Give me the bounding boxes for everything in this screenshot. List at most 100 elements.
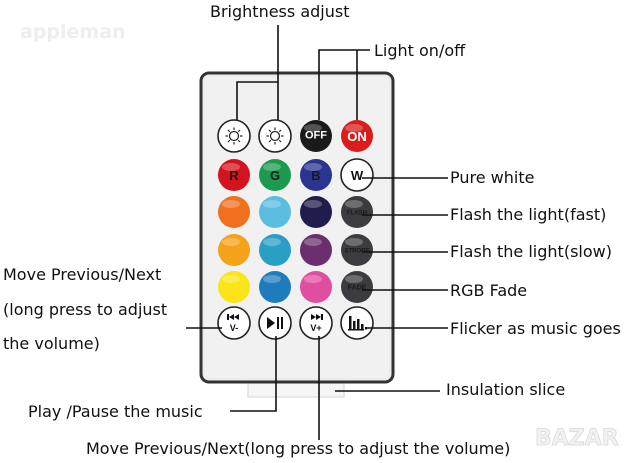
remote-button-previous-icon[interactable]: V-	[217, 306, 251, 340]
button-face	[300, 120, 332, 152]
button-gloss	[304, 238, 322, 246]
button-face	[300, 271, 332, 303]
button-gloss	[304, 124, 322, 132]
button-face	[259, 271, 291, 303]
remote-button-color-2-1[interactable]	[259, 196, 291, 228]
button-face	[340, 158, 374, 192]
remote-button-r[interactable]: R	[218, 159, 250, 191]
brightness-up-icon	[266, 127, 284, 145]
label-rgb-fade: RGB Fade	[450, 281, 527, 300]
button-face	[300, 159, 332, 191]
button-gloss	[345, 200, 363, 208]
remote-button-color-4-1[interactable]	[259, 271, 291, 303]
button-face	[259, 159, 291, 191]
remote-button-color-2-0[interactable]	[218, 196, 250, 228]
brightness-down-icon	[225, 127, 243, 145]
insulation-slice	[247, 381, 345, 398]
line-off	[318, 49, 370, 120]
remote-button-flash[interactable]: FLASH	[341, 196, 373, 228]
button-label: R	[229, 168, 239, 183]
button-gloss	[222, 238, 240, 246]
remote-face	[205, 77, 389, 378]
label-insulation: Insulation slice	[446, 380, 565, 399]
button-face	[217, 119, 251, 153]
remote-button-brightness-up-icon[interactable]	[258, 119, 292, 153]
button-face	[341, 120, 373, 152]
play-pause-icon	[267, 317, 283, 329]
button-label: OFF	[305, 130, 327, 142]
button-label: FADE	[348, 285, 367, 292]
remote-button-color-4-0[interactable]	[218, 271, 250, 303]
button-gloss	[345, 238, 363, 246]
button-gloss	[304, 163, 322, 171]
button-face	[341, 196, 373, 228]
button-gloss	[263, 275, 281, 283]
remote-button-color-3-1[interactable]	[259, 234, 291, 266]
button-gloss	[345, 124, 363, 132]
remote-button-strobe[interactable]: STROBE	[341, 234, 373, 266]
remote-button-fade[interactable]: FADE	[341, 271, 373, 303]
button-face	[300, 196, 332, 228]
button-label: V-	[230, 323, 239, 333]
label-flash-fast: Flash the light(fast)	[450, 205, 606, 224]
label-play-pause: Play /Pause the music	[28, 402, 203, 421]
remote-button-w[interactable]: W	[340, 158, 374, 192]
button-face	[258, 119, 292, 153]
leader-lines	[186, 25, 448, 440]
label-bottom-prev-next: Move Previous/Next(long press to adjust …	[86, 439, 510, 458]
label-prev-next-1: Move Previous/Next	[3, 265, 161, 284]
button-gloss	[222, 163, 240, 171]
remote-button-g[interactable]: G	[259, 159, 291, 191]
button-face	[218, 159, 250, 191]
next-icon	[311, 314, 323, 320]
button-face	[259, 196, 291, 228]
button-gloss	[222, 275, 240, 283]
button-label: STROBE	[344, 249, 369, 255]
remote-button-off[interactable]: OFF	[300, 120, 332, 152]
remote-button-on[interactable]: ON	[341, 120, 373, 152]
watermark-appleman: appleman	[20, 21, 126, 43]
button-label: B	[311, 168, 320, 183]
remote-button-color-3-0[interactable]	[218, 234, 250, 266]
remote-button-music-bars-icon[interactable]	[340, 306, 374, 340]
button-label: ON	[347, 129, 367, 144]
label-light-on-off: Light on/off	[374, 41, 466, 60]
label-prev-next-3: the volume)	[3, 334, 100, 353]
remote-button-brightness-down-icon[interactable]	[217, 119, 251, 153]
label-flash-slow: Flash the light(slow)	[450, 242, 612, 261]
label-brightness: Brightness adjust	[210, 2, 349, 21]
line-play	[230, 336, 277, 412]
previous-icon	[227, 314, 239, 320]
button-gloss	[263, 200, 281, 208]
remote-button-color-3-2[interactable]	[300, 234, 332, 266]
remote-button-b[interactable]: B	[300, 159, 332, 191]
remote-button-next-icon[interactable]: V+	[299, 306, 333, 340]
button-label: G	[270, 168, 280, 183]
button-face	[300, 234, 332, 266]
button-face	[218, 271, 250, 303]
button-face	[341, 271, 373, 303]
button-label: V+	[310, 323, 321, 333]
button-face	[218, 196, 250, 228]
label-music-flicker: Flicker as music goes	[450, 319, 621, 338]
button-label: W	[351, 168, 364, 183]
button-face	[259, 234, 291, 266]
button-gloss	[263, 238, 281, 246]
remote-buttons: OFF ON R G B W FLASH STROBE FADE V- V+	[217, 119, 374, 340]
button-gloss	[304, 200, 322, 208]
button-gloss	[345, 275, 363, 283]
button-face	[217, 306, 251, 340]
button-gloss	[263, 163, 281, 171]
label-prev-next-2: (long press to adjust	[3, 300, 167, 319]
remote-button-play-pause-icon[interactable]	[258, 306, 292, 340]
label-pure-white: Pure white	[450, 168, 534, 187]
button-gloss	[304, 275, 322, 283]
button-label: FLASH	[347, 211, 367, 217]
button-face	[299, 306, 333, 340]
watermark-bazar: BAZAR	[535, 426, 619, 451]
button-gloss	[222, 200, 240, 208]
button-face	[341, 234, 373, 266]
remote-button-color-2-2[interactable]	[300, 196, 332, 228]
remote-button-color-4-2[interactable]	[300, 271, 332, 303]
